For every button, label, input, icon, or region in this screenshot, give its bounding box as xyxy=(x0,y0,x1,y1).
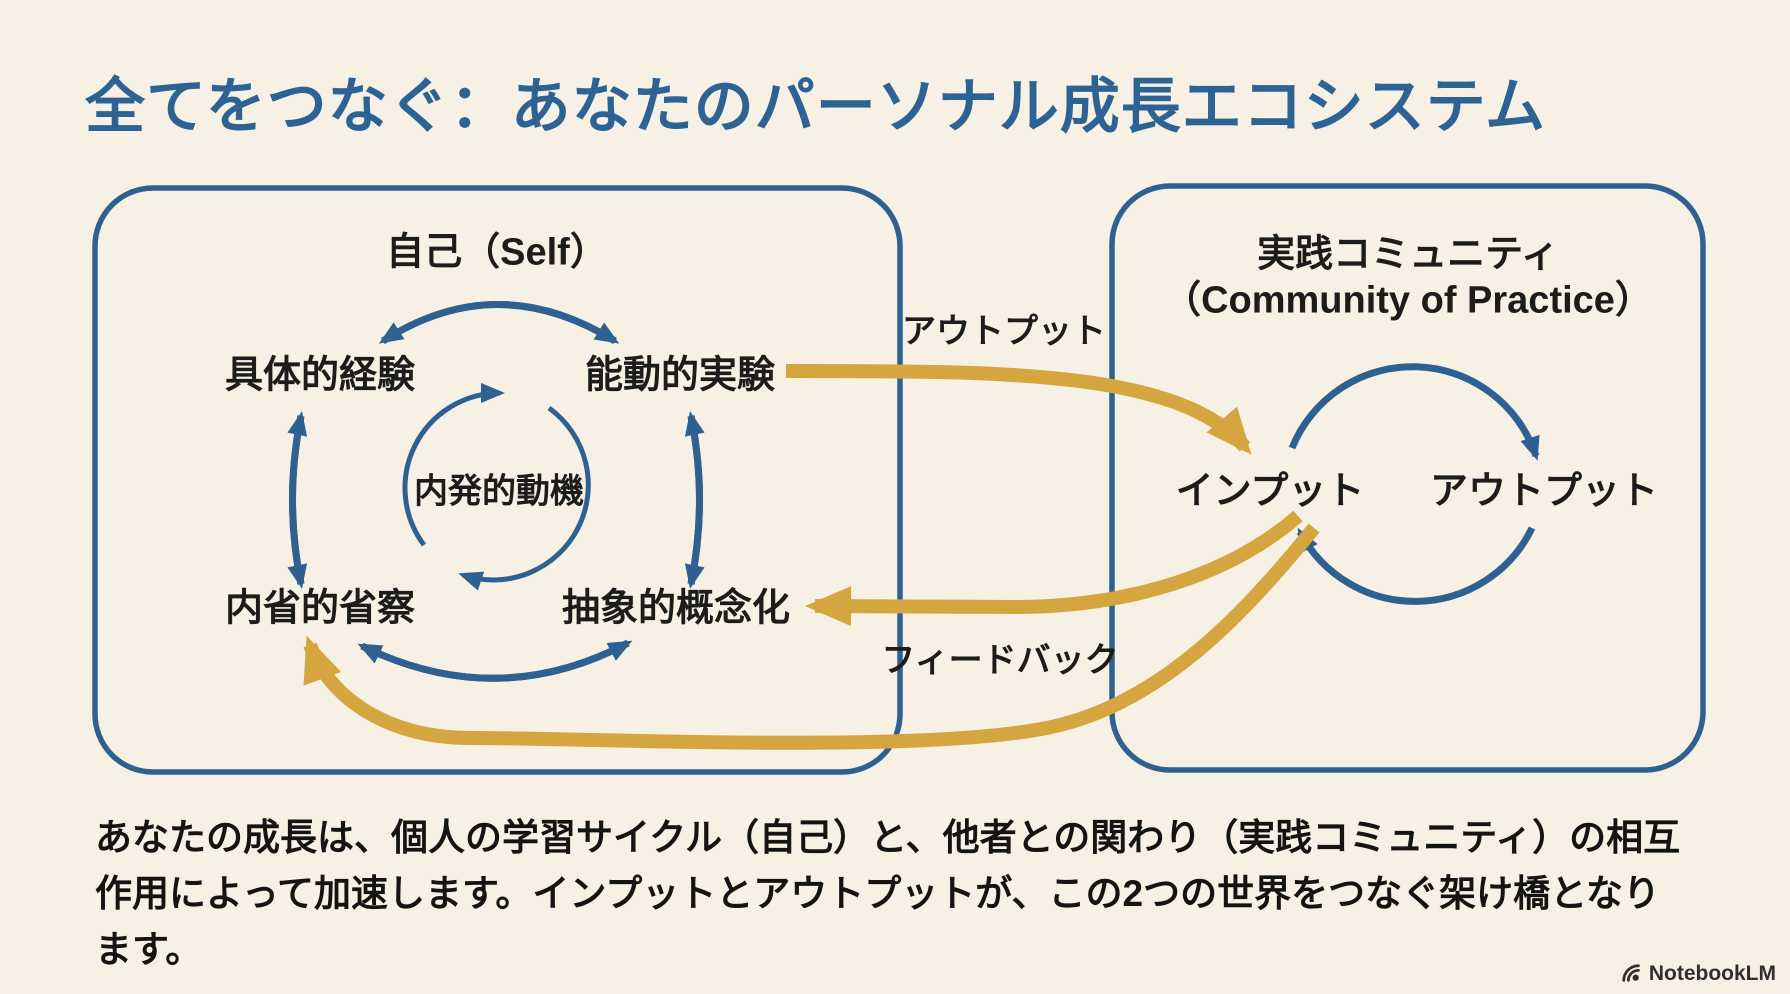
caption-line-2: 作用によって加速します。インプットとアウトプットが、この2つの世界をつなぐ架け橋… xyxy=(95,873,1660,914)
brand-footer: NotebookLM xyxy=(1621,962,1776,986)
caption-line-1: あなたの成長は、個人の学習サイクル（自己）と、他者との関わり（実践コミュニティ）… xyxy=(95,817,1681,858)
community-arc-bottom xyxy=(1296,526,1536,605)
cycle-arrow-left-reverse xyxy=(287,411,308,585)
node-concrete-experience: 具体的経験 xyxy=(224,354,416,397)
cycle-arrow-bottom-reverse xyxy=(357,639,630,682)
community-box-outline xyxy=(1109,183,1706,773)
caption-line-3: ます。 xyxy=(95,929,203,970)
community-arc-top xyxy=(1288,363,1540,461)
node-output: アウトプット xyxy=(1429,470,1659,513)
motivation-circle-arc-right xyxy=(458,405,591,591)
community-box-title-ja: 実践コミュニティ xyxy=(1257,233,1559,276)
caption: あなたの成長は、個人の学習サイクル（自己）と、他者との関わり（実践コミュニティ）… xyxy=(95,810,1680,978)
brand-name: NotebookLM xyxy=(1648,962,1776,985)
cycle-arrow-right-reverse xyxy=(684,411,705,585)
node-intrinsic-motivation: 内発的動機 xyxy=(414,472,584,511)
feedback-arrow-upper xyxy=(805,510,1303,627)
page-title: 全てをつなぐ：あなたのパーソナル成長エコシステム xyxy=(85,73,1546,140)
self-box-title: 自己（Self） xyxy=(386,231,608,274)
output-bridge-label: アウトプット xyxy=(902,312,1106,351)
motivation-circle-arc-left xyxy=(402,383,505,547)
output-bridge-arrow xyxy=(785,363,1252,455)
community-box-title-en: （Community of Practice） xyxy=(1163,279,1653,322)
node-input: インプット xyxy=(1175,470,1365,513)
feedback-arrow-lower xyxy=(303,523,1320,750)
cycle-arrow-top-reverse xyxy=(378,301,617,344)
node-active-experimentation: 能動的実験 xyxy=(584,354,776,397)
self-box-outline xyxy=(92,185,903,775)
notebooklm-logo-icon xyxy=(1621,963,1643,985)
node-reflective-observation: 内省的省察 xyxy=(224,587,416,630)
feedback-bridge-label: フィードバック xyxy=(881,641,1119,680)
node-abstract-conceptualization: 抽象的概念化 xyxy=(561,587,791,630)
